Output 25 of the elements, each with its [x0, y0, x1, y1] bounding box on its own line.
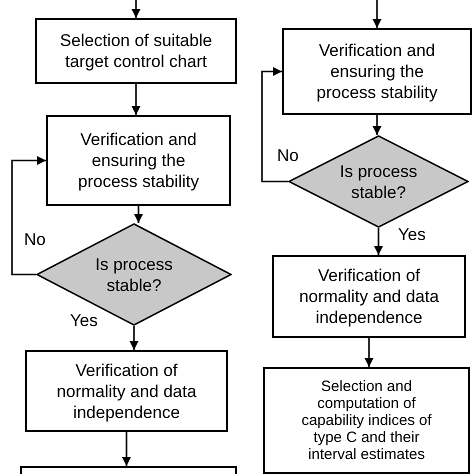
decision-text: Is process stable? [94, 254, 174, 296]
step-text: Selection and computation of capability indices of type C and their interval estimates [300, 378, 433, 463]
process-box [46, 115, 231, 206]
process-box [35, 18, 237, 84]
process-box [272, 255, 466, 338]
step-text: Verification of normality and data independence [56, 360, 198, 422]
arrow [374, 228, 383, 255]
arrow [261, 67, 288, 182]
arrow [372, 115, 382, 135]
arrow [122, 432, 131, 466]
arrow [134, 206, 143, 223]
process-box [282, 28, 472, 115]
arrow [364, 338, 374, 367]
arrow [11, 156, 46, 276]
process-box [263, 367, 470, 474]
arrow [132, 84, 140, 115]
step-text: Verification and ensuring the process stability [316, 40, 438, 103]
step-text: Verification of normality and data independence [298, 265, 440, 328]
arrow [130, 326, 138, 350]
arrow [372, 0, 382, 28]
process-box [25, 350, 228, 432]
decision-text: Is process stable? [338, 160, 418, 202]
arrow [132, 0, 140, 18]
step-text: Selection of suitable target control chart [58, 30, 214, 72]
step-text: Verification and ensuring the process stability [77, 129, 200, 192]
